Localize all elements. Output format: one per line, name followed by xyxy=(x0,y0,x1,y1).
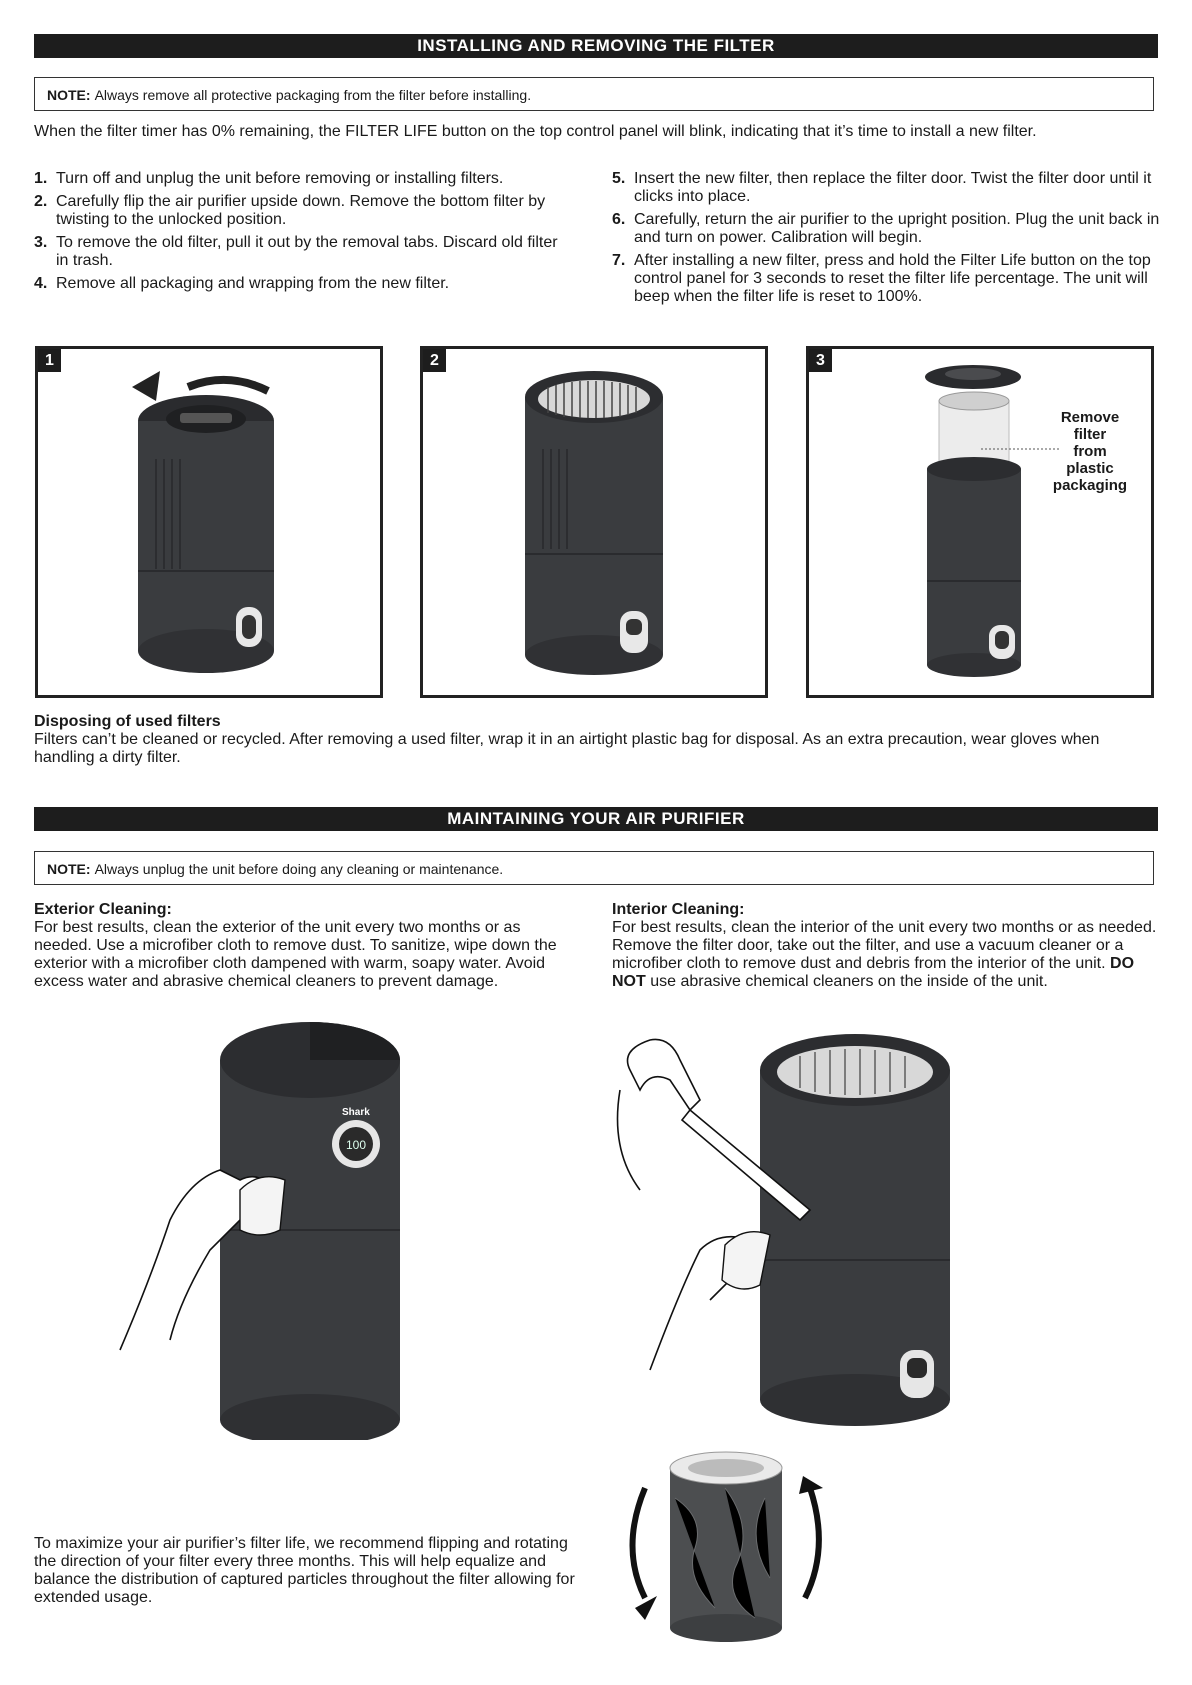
interior-warning: DO NOT xyxy=(612,955,1135,990)
panel-number: 2 xyxy=(423,349,446,372)
step-item: 5. Insert the new filter, then replace th… xyxy=(612,170,1162,206)
interior-text-part-1: For best results, clean the interior of … xyxy=(612,919,1157,972)
display-readout: 100 xyxy=(346,1138,366,1152)
note-box-packaging: NOTE:Always remove all protective packag… xyxy=(34,77,1154,111)
brand-logo: Shark xyxy=(342,1107,370,1118)
panel-number: 1 xyxy=(38,349,61,372)
open-purifier-illustration xyxy=(525,371,663,675)
interior-cleaning-heading: Interior Cleaning: xyxy=(612,901,745,918)
callout-line: from xyxy=(1073,443,1107,460)
exterior-wipe-illustration: 100 Shark xyxy=(119,1022,400,1440)
step-text: Remove all packaging and wrapping from t… xyxy=(56,275,450,292)
exterior-cleaning-heading: Exterior Cleaning: xyxy=(34,901,172,918)
interior-text-part-2: use abrasive chemical cleaners on the in… xyxy=(650,973,1048,990)
filter-out-illustration xyxy=(925,365,1059,677)
rotate-arrow-down-icon xyxy=(635,1596,657,1620)
section-title-installing: INSTALLING AND REMOVING THE FILTER xyxy=(34,34,1158,58)
disposal-heading: Disposing of used filters xyxy=(34,713,221,730)
exterior-cleaning-text: For best results, clean the exterior of … xyxy=(34,919,557,990)
callout-line: filter xyxy=(1073,426,1107,443)
callout-line: plastic xyxy=(1066,460,1114,477)
step-number: 3. xyxy=(34,234,48,251)
note-box-unplug: NOTE:Always unplug the unit before doing… xyxy=(34,851,1154,885)
panel-number: 3 xyxy=(809,349,832,372)
note-text: Always remove all protective packaging f… xyxy=(94,87,532,103)
step-text: Insert the new filter, then replace the … xyxy=(634,170,1152,205)
steps-list-right: 5. Insert the new filter, then replace th… xyxy=(612,170,1162,311)
note-label: NOTE: xyxy=(47,87,91,103)
note-label: NOTE: xyxy=(47,861,91,877)
step-text: After installing a new filter, press and… xyxy=(634,252,1151,305)
step-item: 1. Turn off and unplug the unit before re… xyxy=(34,170,574,188)
flipped-purifier-illustration xyxy=(132,371,274,673)
step-item: 3. To remove the old filter, pull it out … xyxy=(34,234,574,270)
interior-cleaning-text: For best results, clean the interior of … xyxy=(612,919,1158,991)
step-number: 6. xyxy=(612,211,626,228)
callout-line: packaging xyxy=(1052,477,1128,494)
steps-list-left: 1. Turn off and unplug the unit before re… xyxy=(34,170,574,298)
step-text: Turn off and unplug the unit before remo… xyxy=(56,170,504,187)
step-item: 6. Carefully, return the air purifier to … xyxy=(612,211,1162,247)
filter-rotate-illustration xyxy=(629,1451,823,1642)
callout-line: Remove xyxy=(1060,409,1120,426)
note-text: Always unplug the unit before doing any … xyxy=(94,861,504,877)
rotate-filter-paragraph: To maximize your air purifier’s filter l… xyxy=(34,1535,575,1606)
arrow-left-icon xyxy=(132,371,160,401)
step-item: 4. Remove all packaging and wrapping from… xyxy=(34,275,574,293)
step-number: 2. xyxy=(34,193,48,210)
step-item: 2. Carefully flip the air purifier upside… xyxy=(34,193,574,229)
step-number: 5. xyxy=(612,170,626,187)
intro-paragraph: When the filter timer has 0% remaining, … xyxy=(34,123,1037,140)
step-item: 7. After installing a new filter, press a… xyxy=(612,252,1162,306)
step-number: 4. xyxy=(34,275,48,292)
step-text: Carefully, return the air purifier to th… xyxy=(634,211,1160,246)
interior-vacuum-illustration xyxy=(616,1034,950,1426)
step-text: To remove the old filter, pull it out by… xyxy=(56,234,558,269)
disposal-paragraph: Filters can’t be cleaned or recycled. Af… xyxy=(34,731,1100,766)
step-number: 1. xyxy=(34,170,48,187)
rotate-arrow-up-icon xyxy=(799,1476,823,1494)
illustration-panel-2: 2 xyxy=(420,346,768,698)
step-number: 7. xyxy=(612,252,626,269)
step-text: Carefully flip the air purifier upside d… xyxy=(56,193,546,228)
section-title-maintaining: MAINTAINING YOUR AIR PURIFIER xyxy=(34,807,1158,831)
illustration-panel-1: 1 xyxy=(35,346,383,698)
